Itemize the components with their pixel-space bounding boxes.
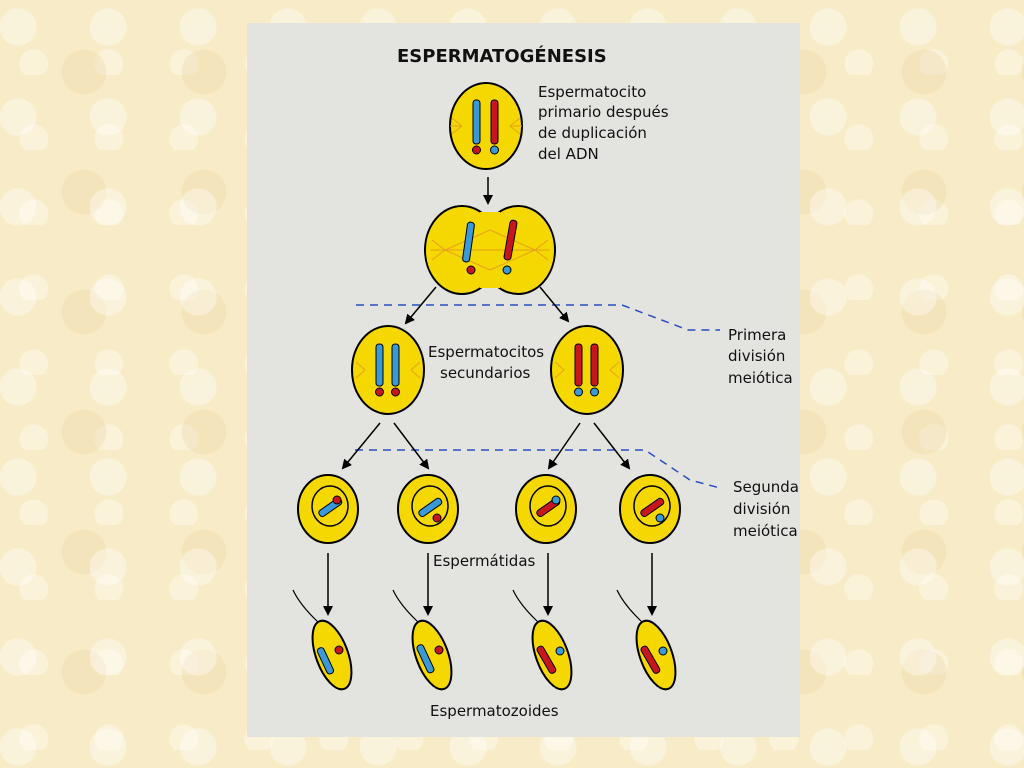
secondary-spermatocytes-label: Espermatocitos secundarios — [428, 343, 544, 382]
spermatids-label: Espermátidas — [433, 552, 536, 570]
spermatid-2 — [397, 474, 459, 544]
first-division-line-2: división — [728, 347, 785, 365]
primary-label-line-3: de duplicación — [538, 124, 647, 142]
spermatozoon-2 — [392, 589, 453, 691]
first-division-line-1: Primera — [728, 326, 786, 344]
diagram-title: ESPERMATOGÉNESIS — [397, 45, 607, 67]
secondary-label-line-2: secundarios — [440, 364, 531, 382]
arrow-to-secondary-left — [404, 286, 437, 325]
first-division-line-3: meiótica — [728, 369, 793, 387]
second-division-line-2: división — [733, 500, 790, 518]
arrow-to-spermatid-2 — [393, 422, 430, 470]
secondary-spermatocyte-left — [351, 325, 425, 415]
second-division-line — [355, 449, 721, 489]
spermatid-3 — [515, 474, 577, 544]
spermatid-4 — [619, 474, 681, 544]
arrow-to-spermatid-3 — [547, 422, 581, 470]
secondary-spermatocyte-right — [550, 325, 624, 415]
spermatozoon-3 — [512, 589, 573, 691]
primary-spermatocyte-label: Espermatocito primario después de duplic… — [538, 83, 669, 163]
arrow-to-secondary-right — [539, 286, 570, 323]
spermatozoon-4 — [616, 589, 677, 691]
primary-label-line-2: primario después — [538, 103, 669, 121]
second-division-line-1: Segunda — [733, 478, 799, 496]
arrow-to-spermatid-1 — [341, 422, 381, 470]
secondary-label-line-1: Espermatocitos — [428, 343, 544, 361]
spermatozoon-1 — [292, 589, 353, 691]
dividing-cell — [424, 205, 556, 295]
second-division-line-3: meiótica — [733, 522, 798, 540]
diagram-panel — [247, 23, 800, 737]
arrow-to-spermatid-4 — [593, 422, 631, 470]
second-division-label: Segunda división meiótica — [733, 478, 799, 540]
primary-label-line-1: Espermatocito — [538, 83, 646, 101]
primary-spermatocyte — [449, 82, 523, 170]
primary-label-line-4: del ADN — [538, 145, 599, 163]
first-division-label: Primera división meiótica — [728, 326, 793, 387]
spermatid-1 — [297, 474, 359, 544]
first-division-line — [356, 304, 720, 331]
spermatozoa-label: Espermatozoides — [430, 702, 559, 720]
